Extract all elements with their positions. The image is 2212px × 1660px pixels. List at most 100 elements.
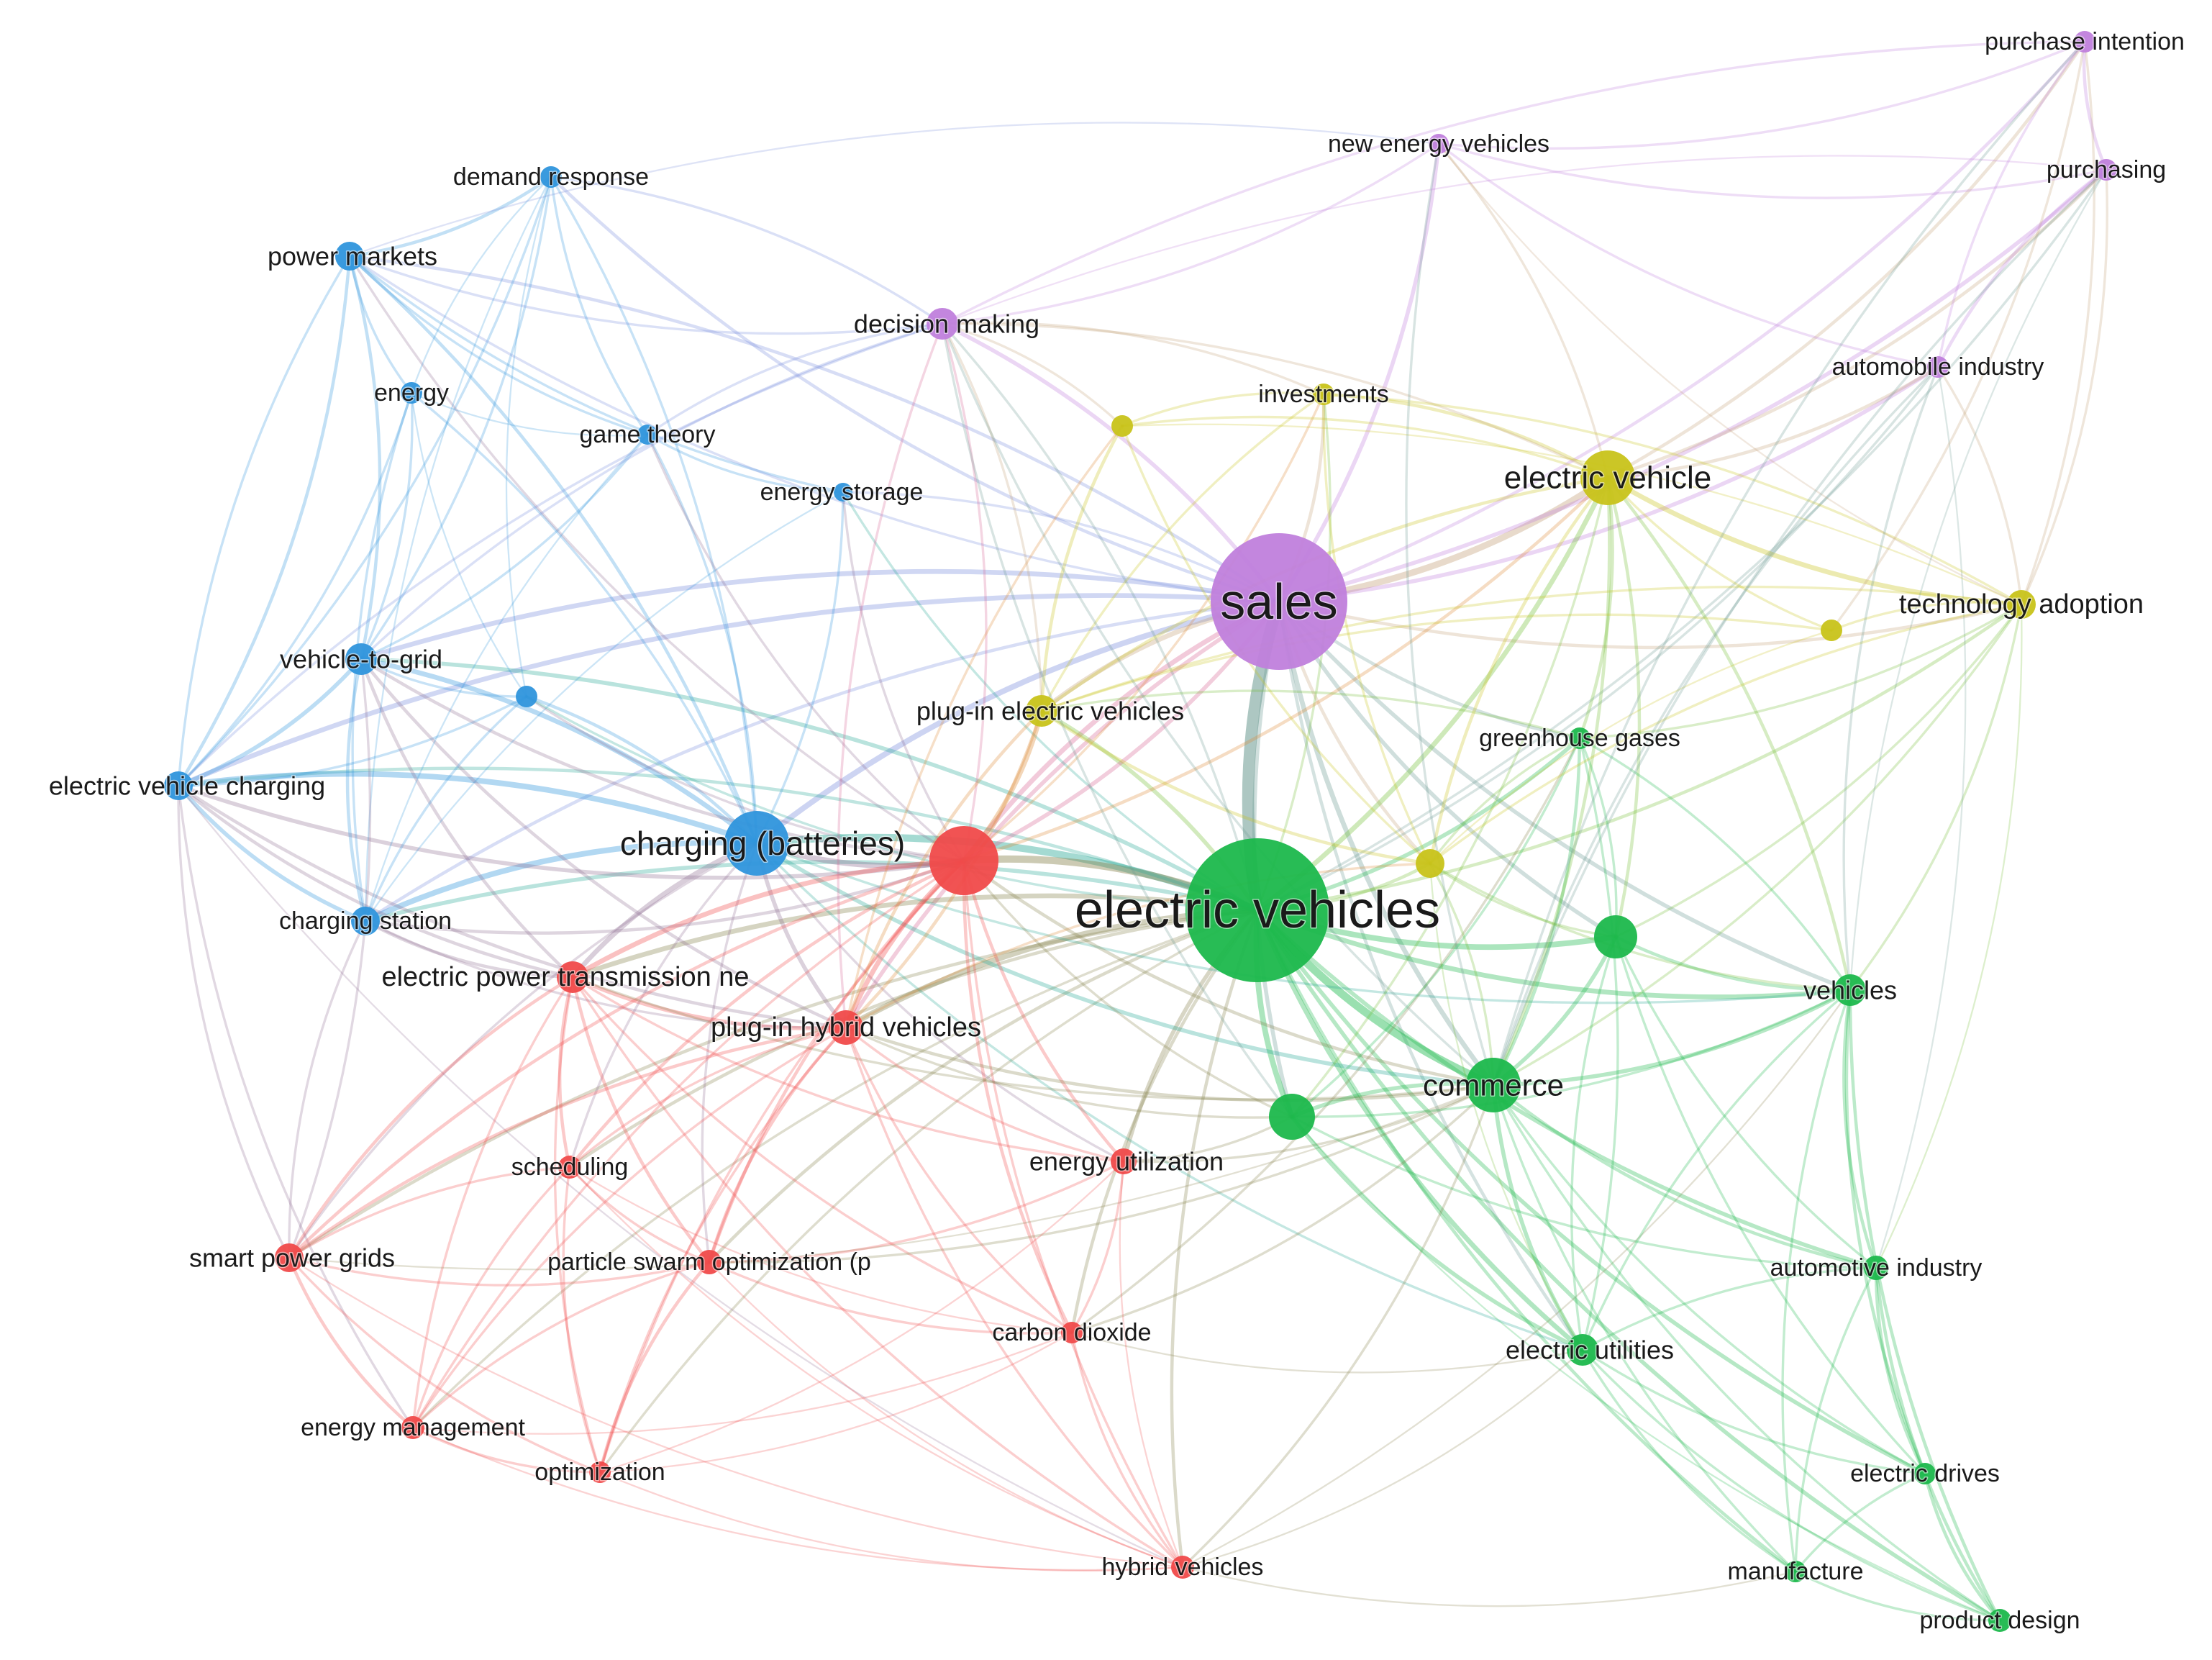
link-electric-vehicles-vehicle-to-grid (359, 657, 1260, 912)
node-charging-station[interactable] (351, 907, 380, 935)
node-carbon-dioxide[interactable] (1061, 1322, 1083, 1343)
link-electric-vehicles-smart-power-grids (287, 908, 1260, 1260)
node-hybrid-vehicles[interactable] (1171, 1556, 1194, 1579)
label-plug-in-electric-vehicles: plug-in electric vehicles (916, 697, 1184, 726)
node-commerce[interactable] (1466, 1058, 1521, 1112)
node-yellow-a[interactable] (1416, 849, 1444, 878)
link-scheduling-hybrid-vehicles (568, 1166, 1184, 1569)
node-product-design[interactable] (1988, 1609, 2011, 1632)
link-plug-in-hybrid-vehicles-smart-power-grids (287, 1025, 848, 1260)
node-game-theory[interactable] (637, 425, 657, 445)
node-electric-drives[interactable] (1914, 1463, 1936, 1484)
link-red-hub-electric-power-transmission (570, 858, 967, 980)
node-purchasing[interactable] (2095, 159, 2117, 181)
node-decision-making[interactable] (927, 308, 958, 340)
link-red-hub-carbon-dioxide (962, 858, 1074, 1335)
node-energy[interactable] (401, 382, 422, 404)
node-automotive-industry[interactable] (1864, 1256, 1888, 1280)
node-greenhouse-gases[interactable] (1569, 727, 1590, 749)
node-vehicle-to-grid[interactable] (345, 643, 377, 675)
link-electric-vehicle-purchase-intention (1606, 40, 2087, 480)
link-charging-batteries-electric-utilities (755, 842, 1584, 1351)
link-manufacture-product-design (1794, 1570, 2001, 1622)
link-automotive-industry-electric-utilities (1581, 1266, 1878, 1351)
link-yellow-b-plug-in-hybrid-vehicles (845, 425, 1124, 1029)
node-particle-swarm[interactable] (697, 1250, 722, 1274)
link-new-energy-vehicles-power-markets (348, 122, 1440, 258)
node-sales[interactable] (1211, 533, 1347, 670)
link-electric-vehicles-electric-vehicle (1255, 475, 1611, 913)
link-charging-station-plug-in-hybrid-vehicles (364, 920, 847, 1029)
link-technology-adoption-investments (1322, 393, 2023, 606)
link-purchasing-vehicles (1849, 168, 2108, 992)
label-manufacture: manufacture (1728, 1558, 1864, 1585)
link-electric-vehicle-charging-hybrid-vehicles (177, 784, 1184, 1569)
link-charging-batteries-demand-response (550, 176, 758, 845)
node-purchase-intention[interactable] (2074, 31, 2095, 53)
link-electric-vehicles-technology-adoption (1255, 602, 2024, 912)
link-red-hub-investments (962, 393, 1325, 862)
link-vehicles-greenhouse-gases (1578, 737, 1852, 992)
node-smart-power-grids[interactable] (275, 1243, 304, 1272)
link-electric-vehicle-charging-energy (177, 391, 413, 787)
link-automotive-industry-automobile-industry (1875, 366, 1967, 1269)
link-greenhouse-gases-yellow-a (1429, 737, 1581, 865)
link-green-a-greenhouse-gases (1578, 737, 1618, 938)
link-demand-response-blue-small (505, 176, 552, 698)
link-new-energy-vehicles-purchasing (1437, 142, 2108, 199)
node-plug-in-electric-vehicles[interactable] (1026, 695, 1057, 727)
node-yellow-c[interactable] (1821, 620, 1842, 641)
node-energy-utilization[interactable] (1111, 1148, 1137, 1174)
node-red-hub[interactable] (929, 826, 998, 895)
node-electric-vehicle[interactable] (1580, 450, 1635, 505)
link-smart-power-grids-vehicle-to-grid (288, 658, 372, 1259)
link-purchasing-decision-making (941, 155, 2108, 325)
node-electric-vehicle-charging[interactable] (164, 771, 193, 800)
node-electric-vehicles[interactable] (1185, 838, 1329, 982)
link-energy-game-theory (410, 391, 649, 437)
node-electric-utilities[interactable] (1567, 1334, 1598, 1366)
link-vehicles-automotive-industry (1842, 988, 1878, 1270)
node-new-energy-vehicles[interactable] (1429, 134, 1449, 154)
node-technology-adoption[interactable] (2007, 590, 2036, 619)
node-demand-response[interactable] (540, 166, 562, 188)
link-electric-vehicle-charging-energy-management (177, 784, 414, 1429)
node-scheduling[interactable] (558, 1156, 581, 1179)
node-green-b[interactable] (1269, 1094, 1315, 1140)
link-optimization-carbon-dioxide (598, 1331, 1073, 1474)
link-charging-batteries-commerce (755, 841, 1496, 1087)
link-decision-making-commerce (941, 322, 1495, 1087)
link-sales-vehicle-to-grid (358, 568, 1282, 662)
link-electric-vehicle-charging-blue-small (177, 695, 528, 787)
node-energy-storage[interactable] (834, 483, 852, 502)
node-electric-power-transmission[interactable] (557, 961, 588, 993)
link-yellow-a-vehicles (1429, 862, 1852, 992)
link-electric-vehicles-vehicles (1255, 907, 1853, 999)
node-manufacture[interactable] (1785, 1561, 1806, 1582)
link-vehicle-to-grid-electric-power-transmission (359, 657, 575, 979)
node-charging-batteries[interactable] (724, 811, 789, 876)
link-energy-utilization-hybrid-vehicles (1119, 1160, 1184, 1569)
node-blue-small[interactable] (516, 686, 537, 707)
node-green-a[interactable] (1594, 915, 1637, 958)
node-yellow-b[interactable] (1111, 415, 1133, 437)
link-decision-making-game-theory (646, 322, 944, 436)
label-decision-making: decision making (854, 309, 1039, 339)
node-plug-in-hybrid-vehicles[interactable] (829, 1010, 863, 1045)
node-vehicles[interactable] (1834, 974, 1866, 1006)
link-technology-adoption-purchasing (2020, 168, 2108, 606)
link-power-markets-energy (348, 255, 413, 394)
node-power-markets[interactable] (335, 242, 364, 271)
label-purchasing: purchasing (2047, 156, 2166, 183)
link-power-markets-sales (348, 255, 1280, 603)
link-smart-power-grids-commerce (288, 1084, 1495, 1271)
node-optimization[interactable] (589, 1461, 611, 1483)
link-energy-utilization-commerce (1122, 1084, 1495, 1164)
node-investments[interactable] (1313, 384, 1334, 405)
link-vehicle-to-grid-red-hub (359, 657, 966, 863)
node-automobile-industry[interactable] (1927, 356, 1949, 378)
node-energy-management[interactable] (401, 1416, 424, 1439)
